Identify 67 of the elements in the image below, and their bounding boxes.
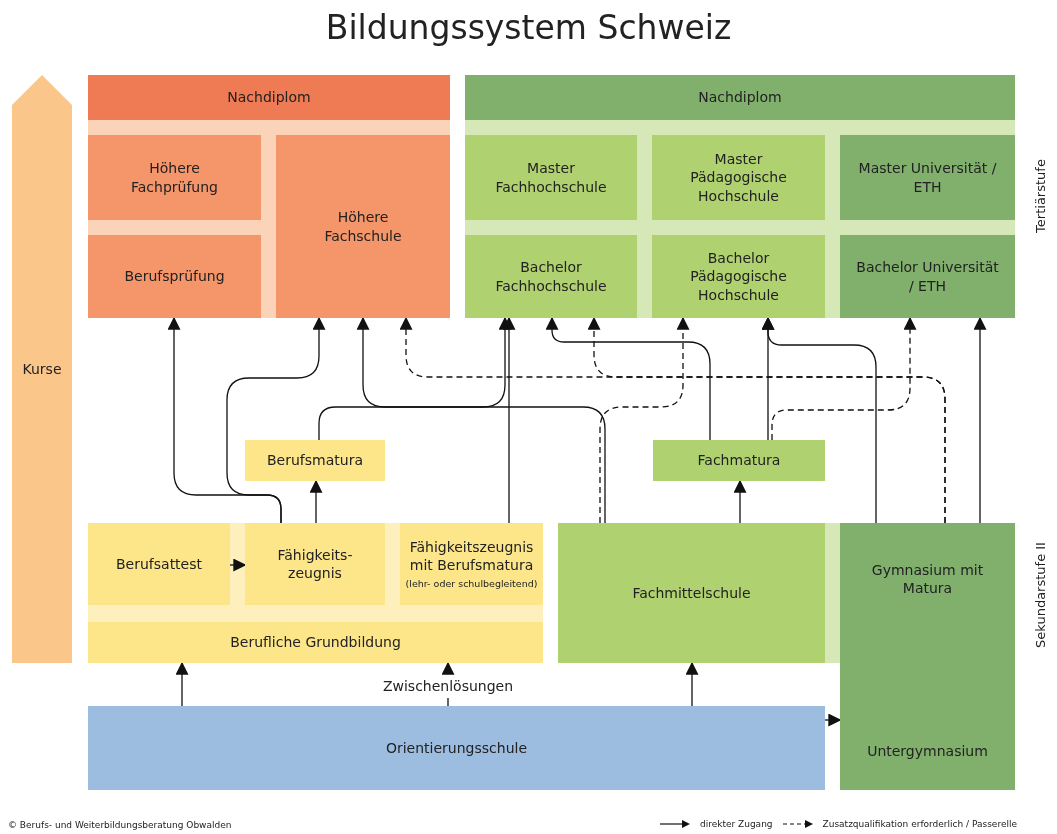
legend-label: direkter Zugang [699, 819, 773, 829]
arrow [309, 479, 323, 524]
arrow [545, 316, 711, 441]
arrow [733, 479, 747, 524]
node-label: Orientierungsschule [384, 738, 529, 758]
arrow [973, 316, 987, 524]
connector-line [447, 697, 449, 707]
school-box [465, 135, 637, 220]
school-box [245, 523, 385, 605]
node-label: Fähigkeitszeugnis mit Berufsmatura [408, 537, 535, 574]
school-box [88, 523, 230, 605]
school-box [840, 523, 1015, 790]
arrow [441, 661, 455, 675]
arrow [771, 316, 917, 441]
node-label: Fachmatura [696, 451, 782, 470]
node-label: Höhere Fachprüfung [130, 159, 219, 196]
copyright-note: © Berufs- und Weiterbildungsberatung Obwalden [8, 820, 232, 830]
school-box [652, 235, 825, 318]
node-label: Bachelor Pädagogische Hochschule [689, 249, 788, 304]
school-box [400, 523, 543, 605]
school-box [558, 523, 825, 663]
arrow [685, 661, 699, 707]
school-box [652, 135, 825, 220]
arrow [226, 316, 326, 524]
school-box [840, 135, 1015, 220]
node-label: Master Pädagogische Hochschule [689, 150, 788, 205]
arrow [824, 713, 842, 727]
school-box [653, 440, 825, 481]
arrow [229, 558, 247, 572]
node-label: Zwischenlösungen [381, 676, 515, 696]
school-box [465, 235, 637, 318]
node-label: Berufsattest [115, 554, 203, 574]
school-box [840, 235, 1015, 318]
arrow [599, 316, 690, 524]
node-label: Master Fachhochschule [494, 159, 608, 196]
arrow [761, 316, 877, 524]
school-box [88, 235, 261, 318]
school-box [88, 706, 825, 790]
node-label: Untergymnasium [866, 741, 989, 760]
school-box [88, 75, 450, 120]
node-label: Bachelor Fachhochschule [494, 258, 608, 295]
node-label: Master Universität / ETH [857, 159, 998, 196]
legend-label: Zusatzqualifikation erforderlich / Passerelle [822, 819, 1017, 829]
school-box [276, 135, 450, 318]
stage-label: Sekundarstufe II [1032, 542, 1048, 648]
node-label: Höhere Fachschule [323, 208, 403, 245]
stage-label: Tertiärstufe [1032, 159, 1048, 233]
school-box [245, 440, 385, 481]
arrow [502, 316, 516, 524]
school-box [88, 135, 261, 220]
node-label: Fähigkeits- zeugnis [276, 545, 354, 583]
school-box [465, 75, 1015, 120]
node-label: Fachmittelschule [631, 583, 752, 603]
node-label: Nachdiplom [226, 88, 312, 107]
arrow [356, 316, 606, 524]
node-label: Nachdiplom [697, 88, 783, 107]
note-label: (lehr- oder schulbegleitend) [404, 578, 539, 591]
diagram-title: Bildungssystem Schweiz [324, 8, 733, 47]
arrow [175, 661, 189, 707]
arrow [587, 316, 946, 524]
node-label: Berufliche Grundbildung [229, 633, 402, 652]
node-label: Bachelor Universität / ETH [855, 258, 1000, 295]
node-label: Kurse [21, 359, 63, 379]
school-box [88, 622, 543, 663]
node-label: Gymnasium mit Matura [870, 561, 985, 598]
node-label: Berufsprüfung [123, 267, 226, 286]
node-label: Berufsmatura [266, 451, 364, 470]
